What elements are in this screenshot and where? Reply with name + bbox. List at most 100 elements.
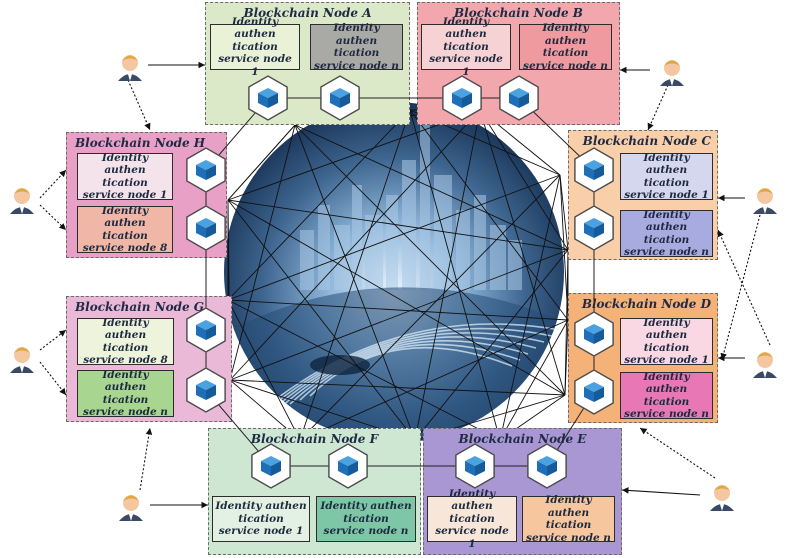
mesh-link	[229, 109, 481, 381]
service-node-label: service node 8	[83, 354, 168, 366]
service-text-line1: Identity authen	[643, 316, 690, 342]
node-title: Blockchain Node F	[250, 432, 379, 446]
service-text-line2: tication	[102, 229, 148, 242]
mesh-link	[227, 109, 411, 301]
mesh-link	[479, 109, 569, 251]
building	[318, 205, 330, 290]
mesh-link	[414, 109, 481, 441]
mesh-link	[409, 109, 569, 321]
mesh-link	[229, 249, 569, 381]
building	[508, 240, 522, 290]
service-text-line1: Identity authen	[320, 500, 412, 513]
building	[300, 230, 314, 290]
service-text-line1: Identity authen	[102, 316, 149, 342]
service-text-line2: tication	[643, 341, 690, 354]
service-node-label: service node 1	[429, 53, 503, 78]
service-text-line2: tication	[542, 47, 589, 59]
service-node-label: service node n	[314, 59, 399, 72]
service-text-line2: tication	[545, 519, 592, 531]
service-node-label: service node n	[83, 406, 168, 418]
mesh-link	[227, 299, 501, 441]
building	[352, 185, 362, 290]
service-node-label: service node 1	[218, 525, 304, 538]
mesh-link	[414, 249, 569, 441]
service-node-label: service node 1	[218, 53, 292, 78]
mesh-link	[559, 174, 569, 251]
service-text-line1: Identity authen	[102, 368, 149, 394]
mesh-link	[227, 199, 416, 441]
mesh-link	[229, 124, 296, 381]
service-text-line2: tication	[102, 341, 149, 354]
mesh-link	[299, 174, 561, 441]
node-title: Blockchain Node A	[243, 6, 372, 20]
service-text-line1: Identity authen	[545, 494, 592, 519]
mesh-link	[299, 109, 411, 441]
service-node-label: service node n	[624, 408, 709, 420]
building	[474, 195, 486, 290]
service-text-line1: Identity authen	[643, 208, 690, 234]
service-text-line2: tication	[238, 512, 284, 525]
building	[402, 160, 416, 290]
service-node-label: service node 1	[624, 354, 709, 366]
service-text-line2: tication	[443, 40, 489, 53]
service-text-line2: tication	[102, 393, 149, 406]
service-text-line1: Identity authen	[542, 22, 589, 47]
node-title: Blockchain Node G	[75, 300, 205, 314]
building	[420, 120, 430, 290]
node-title: Blockchain Node D	[581, 297, 711, 311]
service-text-line1: Identity authen	[643, 151, 690, 177]
service-text-line2: tication	[102, 176, 148, 189]
service-text-line2: tication	[643, 233, 690, 246]
service-text-line2: tication	[643, 176, 690, 189]
service-text-line1: Identity authen	[333, 22, 380, 47]
service-text-line1: Identity authen	[101, 204, 149, 230]
mesh-link	[227, 299, 301, 441]
service-node-label: service node n	[523, 59, 608, 72]
light-trail	[279, 336, 537, 409]
node-title: Blockchain Node H	[75, 136, 206, 150]
service-text-line1: Identity authen	[231, 15, 279, 41]
building	[490, 225, 506, 290]
mesh-link	[227, 109, 481, 201]
light-trail	[289, 340, 529, 405]
building	[365, 215, 383, 290]
service-node-label: service node 1	[82, 189, 168, 201]
mesh-link	[299, 319, 569, 441]
service-text-line1: Identity authen	[643, 370, 690, 396]
mesh-link	[499, 319, 569, 441]
mesh-link	[409, 109, 501, 441]
service-text-line2: tication	[343, 512, 389, 525]
mesh-link	[227, 299, 569, 321]
mesh-link	[227, 199, 566, 396]
service-node-label: service node n	[323, 525, 409, 538]
service-text-line2: tication	[643, 395, 690, 408]
service-text-line1: Identity authen	[448, 487, 496, 513]
service-node-label: service node n	[624, 246, 709, 258]
node-title: Blockchain Node E	[458, 432, 587, 446]
car	[310, 355, 370, 375]
service-text-line2: tication	[333, 47, 380, 59]
service-node-label: service node 1	[435, 525, 509, 550]
mesh-link	[479, 109, 566, 396]
service-text-line1: Identity authen	[442, 15, 490, 41]
mesh-link	[227, 174, 561, 301]
service-text-line1: Identity authen	[101, 151, 149, 177]
mesh-link	[227, 199, 569, 251]
road	[230, 287, 560, 442]
mesh-link	[499, 174, 561, 441]
service-text-line2: tication	[449, 512, 495, 525]
service-node-label: service node 1	[624, 189, 709, 201]
